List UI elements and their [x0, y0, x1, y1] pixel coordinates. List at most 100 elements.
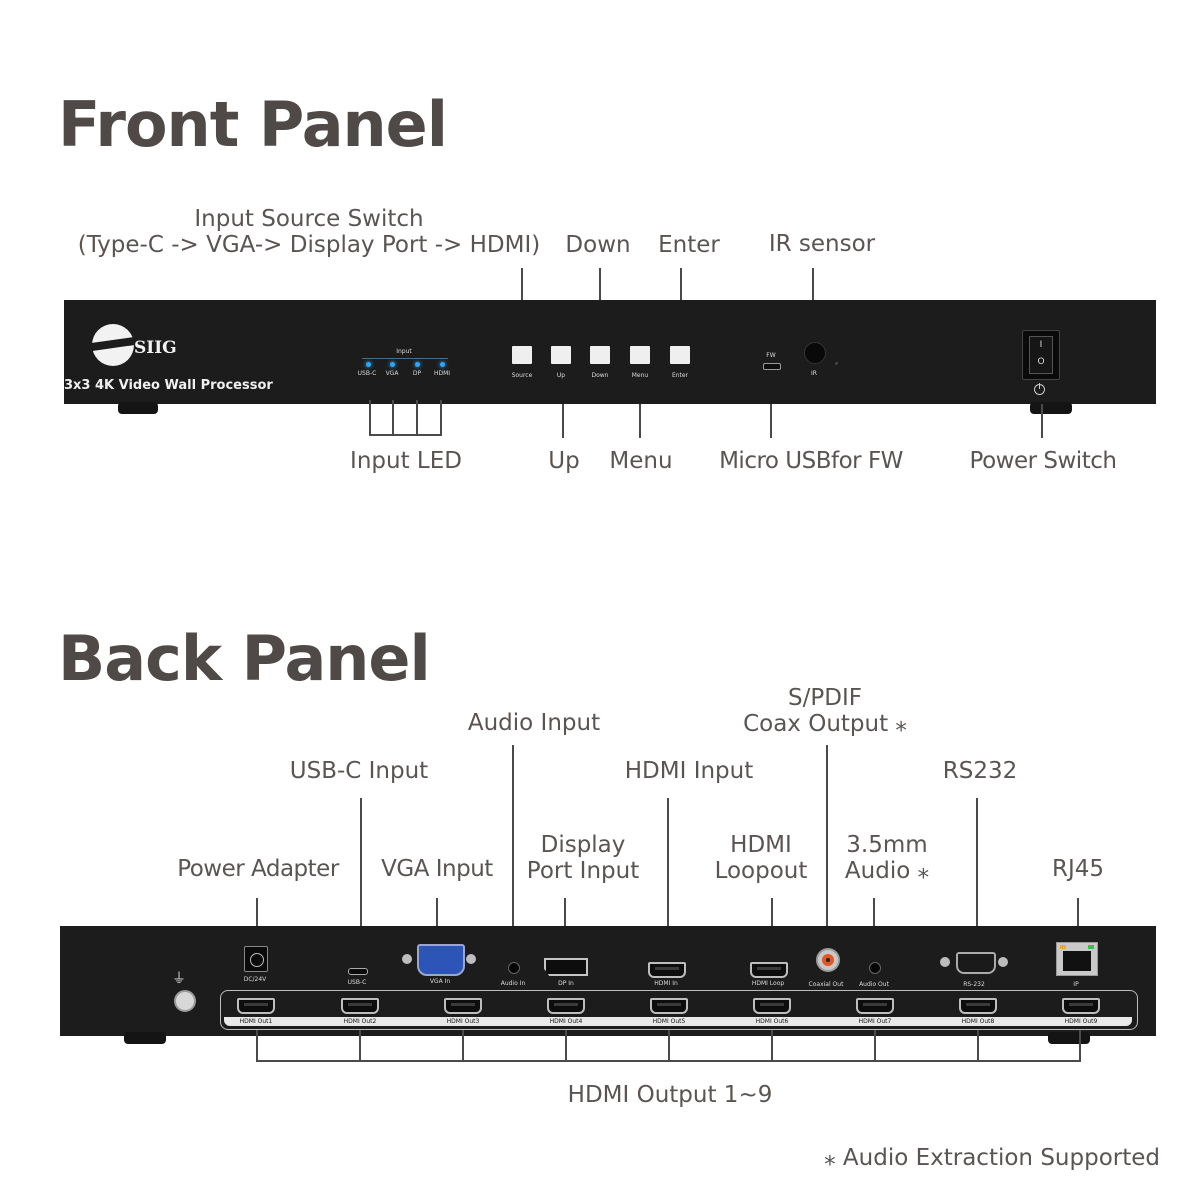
hdmi-out-8-port[interactable]: [959, 998, 997, 1014]
source-button-label: Source: [511, 372, 533, 379]
leader-line-out-3: [462, 1030, 464, 1062]
vga-label: VGA In: [429, 978, 451, 985]
hdmi-out-7-label: HDMI Out7: [858, 1018, 892, 1025]
callout-spdif-line2: Coax Output ⁎: [743, 711, 907, 737]
callout-usbc-input: USB-C Input: [289, 758, 429, 784]
callout-input-source-switch: Input Source Switch (Type-C -> VGA-> Dis…: [64, 206, 554, 258]
callout-spdif: S/PDIF Coax Output ⁎: [730, 685, 920, 737]
usbc-port[interactable]: [348, 968, 368, 975]
enter-button[interactable]: [670, 346, 690, 364]
rs232-label: RS-232: [963, 981, 985, 988]
callout-vga-input: VGA Input: [381, 856, 493, 882]
hdmi-loop-port[interactable]: [750, 962, 788, 978]
leader-line-usb: [770, 404, 772, 438]
back-foot-right: [1048, 1032, 1090, 1044]
usbc-label: USB-C: [347, 979, 367, 986]
hdmi-out-6-label: HDMI Out6: [755, 1018, 789, 1025]
hdmi-out-9-port[interactable]: [1062, 998, 1100, 1014]
coax-port[interactable]: [816, 948, 840, 972]
input-group-label: Input: [396, 348, 412, 355]
coax-label: Coaxial Out: [808, 981, 844, 988]
down-button-label: Down: [591, 372, 609, 379]
callout-35mm-audio-line2: Audio ⁎: [844, 858, 930, 884]
callout-menu: Menu: [609, 448, 673, 474]
hdmi-out-2-port[interactable]: [341, 998, 379, 1014]
leader-line-usbc: [360, 798, 362, 928]
hdmi-out-3-label: HDMI Out3: [446, 1018, 480, 1025]
rj45-port[interactable]: [1056, 942, 1098, 976]
callout-hdmi-input: HDMI Input: [624, 758, 754, 784]
hdmi-out-6-port[interactable]: [753, 998, 791, 1014]
leader-line-out-8: [977, 1030, 979, 1062]
callout-rj45: RJ45: [1051, 856, 1105, 882]
hdmi-out-8-label: HDMI Out8: [961, 1018, 995, 1025]
hdmi-out-4-label: HDMI Out4: [549, 1018, 583, 1025]
power-switch[interactable]: I O: [1022, 330, 1060, 380]
leader-line-power-adapter: [256, 898, 258, 928]
callout-audio-input: Audio Input: [467, 710, 601, 736]
hdmi-in-port[interactable]: [648, 962, 686, 978]
audio-out-jack[interactable]: [869, 962, 881, 974]
leader-line-out-9: [1079, 1030, 1081, 1062]
callout-hdmi-output: HDMI Output 1~9: [567, 1082, 773, 1108]
callout-hdmi-loopout-line2: Loopout: [714, 858, 808, 884]
hdmi-out-4-port[interactable]: [547, 998, 585, 1014]
callout-input-led: Input LED: [350, 448, 462, 474]
source-button[interactable]: [512, 346, 532, 364]
dp-port[interactable]: [544, 958, 588, 976]
ir-label: IR: [811, 370, 817, 377]
hdmi-loop-label: HDMI Loop: [751, 980, 785, 987]
menu-button[interactable]: [630, 346, 650, 364]
callout-power-switch: Power Switch: [969, 448, 1117, 474]
led-label-usbc: USB-C: [357, 370, 377, 377]
leader-line-dp: [564, 898, 566, 928]
power-on-symbol: I: [1039, 340, 1043, 350]
vga-port[interactable]: [417, 944, 465, 976]
callout-micro-usb: Micro USBfor FW: [719, 448, 903, 474]
callout-rs232: RS232: [942, 758, 1018, 784]
hdmi-out-5-port[interactable]: [650, 998, 688, 1014]
front-foot-right: [1030, 402, 1072, 414]
rs232-port[interactable]: [956, 952, 996, 974]
model-name: 3x3 4K Video Wall Processor: [64, 378, 273, 393]
hdmi-out-3-port[interactable]: [444, 998, 482, 1014]
micro-usb-port[interactable]: [763, 363, 781, 370]
hdmi-out-1-port[interactable]: [237, 998, 275, 1014]
leader-line-hdmi-in: [667, 798, 669, 928]
hdmi-in-label: HDMI In: [654, 980, 678, 987]
callout-input-source-switch-line2: (Type-C -> VGA-> Display Port -> HDMI): [77, 232, 541, 258]
hdmi-out-7-port[interactable]: [856, 998, 894, 1014]
callout-display-port: Display Port Input: [518, 832, 648, 884]
up-button[interactable]: [551, 346, 571, 364]
callout-35mm-audio: 3.5mm Audio ⁎: [834, 832, 940, 884]
ip-label: IP: [1073, 981, 1079, 988]
audio-in-jack[interactable]: [508, 962, 520, 974]
led-dp: [415, 362, 420, 367]
leader-line-hdmi-loop: [771, 898, 773, 928]
power-icon: [1034, 383, 1045, 395]
led-hdmi: [440, 362, 445, 367]
callout-display-port-line2: Port Input: [526, 858, 640, 884]
hdmi-out-1-label: HDMI Out1: [239, 1018, 273, 1025]
leader-line-out-6: [771, 1030, 773, 1062]
leader-line-rj45: [1077, 898, 1079, 928]
leader-line-vga: [436, 898, 438, 928]
leader-line-down: [599, 268, 601, 306]
callout-35mm-audio-line1: 3.5mm: [846, 832, 928, 858]
callout-up: Up: [548, 448, 580, 474]
input-group-bracket: [362, 358, 448, 359]
leader-bracket-led: [369, 434, 442, 436]
leader-line-out-5: [668, 1030, 670, 1062]
down-button[interactable]: [590, 346, 610, 364]
siig-logo-text: SIIG: [134, 338, 177, 358]
leader-bracket-outputs: [256, 1060, 1081, 1062]
leader-line-audio-out: [873, 898, 875, 928]
dp-label: DP In: [558, 980, 574, 987]
leader-line-led-4: [440, 400, 442, 436]
leader-line-rs232: [976, 798, 978, 928]
hdmi-out-5-label: HDMI Out5: [652, 1018, 686, 1025]
ground-screw-icon: [174, 990, 196, 1012]
dc-jack[interactable]: [244, 946, 268, 972]
led-label-hdmi: HDMI: [433, 370, 451, 377]
callout-enter: Enter: [658, 232, 720, 258]
